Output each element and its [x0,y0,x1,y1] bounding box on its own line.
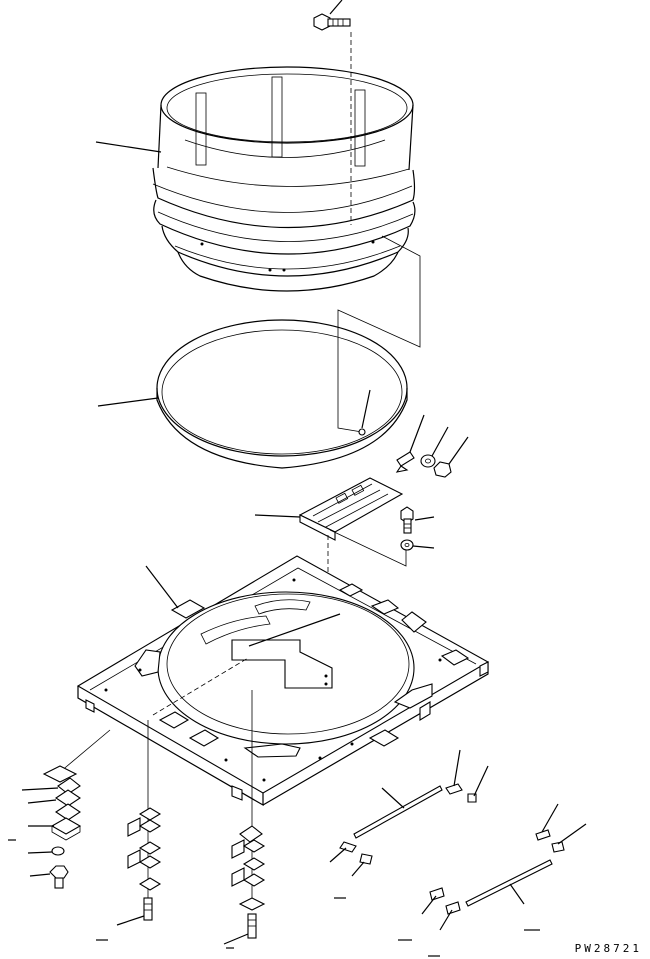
leader-bracket [254,514,301,518]
rod-lower-fittings [421,803,587,931]
leader-ring-seal [97,397,159,407]
bracket-link [329,529,407,567]
washer [420,426,449,468]
nut [433,436,469,478]
shim-stack [42,729,111,841]
shim-stack-right [231,825,266,911]
base-plate [76,555,490,807]
rod-lower [465,859,553,907]
shim-stack-middle [127,807,162,891]
lock-washer [400,539,435,551]
leader-shim-washer [27,851,53,854]
bracket-plate [298,477,404,541]
mounting-bolt-middle [116,897,153,926]
leader-shim-1 [21,787,59,791]
rod-end-fitting [329,749,489,877]
leader-shroud [95,141,162,153]
drawing-code: PW28721 [574,942,642,955]
clip [395,414,425,473]
flange-bolt [313,0,351,31]
shim-washer [51,846,65,856]
base-centerline [152,657,249,716]
leader-ring-hole [361,389,371,429]
cylindrical-shroud [152,66,416,292]
leader-shim-2 [27,799,57,804]
ring-seal [156,319,408,469]
hex-bolt [400,506,435,534]
leader-base-plate [145,565,179,609]
mounting-bolt-right [223,913,257,945]
rod [353,785,443,839]
mounting-bolt [29,865,69,889]
assembly-link-lines [337,235,421,433]
